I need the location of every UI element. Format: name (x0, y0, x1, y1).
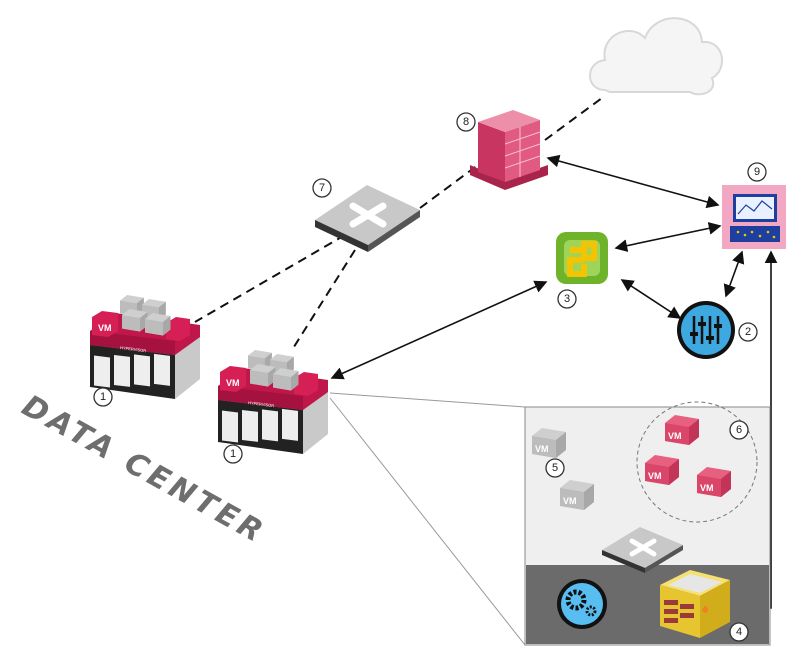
arrow-vcenter-hypervisor (330, 280, 548, 380)
label-6: 6 (736, 424, 742, 436)
svg-text:VM: VM (535, 444, 549, 454)
hypervisor-icon: VM HYPERVISOR (90, 295, 200, 399)
monitor-icon (722, 185, 786, 249)
number-badges (93, 112, 767, 642)
label-9: 9 (754, 166, 760, 178)
svg-text:VM: VM (226, 378, 240, 388)
svg-text:HYPERVISOR: HYPERVISOR (248, 400, 275, 408)
label-1: 1 (230, 448, 236, 460)
inset-panel: VM VM VM VM VM (524, 401, 771, 646)
label-8: 8 (463, 116, 469, 128)
svg-text:HYPERVISOR: HYPERVISOR (120, 345, 147, 353)
label-3: 3 (564, 293, 570, 305)
switch-icon (602, 527, 683, 573)
firewall-icon (470, 110, 548, 190)
label-5: 5 (552, 462, 558, 474)
svg-text:VM: VM (98, 323, 112, 333)
label-7: 7 (319, 182, 325, 194)
vcenter-icon (556, 232, 608, 284)
vm-pink: VM (697, 467, 731, 497)
switch-icon (315, 185, 420, 252)
svg-text:VM: VM (648, 471, 662, 481)
zoom-lines (329, 392, 526, 646)
svg-text:VM: VM (668, 431, 682, 441)
arrows (330, 154, 778, 615)
svg-text:VM: VM (700, 483, 714, 493)
vm-pink: VM (645, 455, 679, 485)
label-4: 4 (736, 626, 742, 638)
cloud-icon (589, 17, 723, 96)
gears-icon (557, 579, 607, 629)
label-1: 1 (100, 391, 106, 403)
vm-gray: VM (560, 480, 594, 510)
firewall-appliance-icon (660, 570, 730, 638)
control-panel-icon (677, 301, 735, 359)
link-switch-hypervisor-2 (291, 249, 356, 351)
hypervisor-icon: VM HYPERVISOR (218, 350, 328, 454)
svg-text:VM: VM (563, 496, 577, 506)
label-2: 2 (745, 326, 751, 338)
vm-pink: VM (665, 415, 699, 445)
vm-gray: VM (532, 428, 566, 458)
arrow-monitor-control (723, 250, 745, 298)
vm-group-circle (636, 401, 758, 523)
arrow-vcenter-control (620, 279, 682, 319)
arrow-firewall-monitor (546, 154, 720, 209)
link-firewall-cloud (544, 97, 603, 141)
link-switch-hypervisor-1 (194, 234, 346, 323)
arrow-vcenter-monitor (614, 222, 722, 252)
